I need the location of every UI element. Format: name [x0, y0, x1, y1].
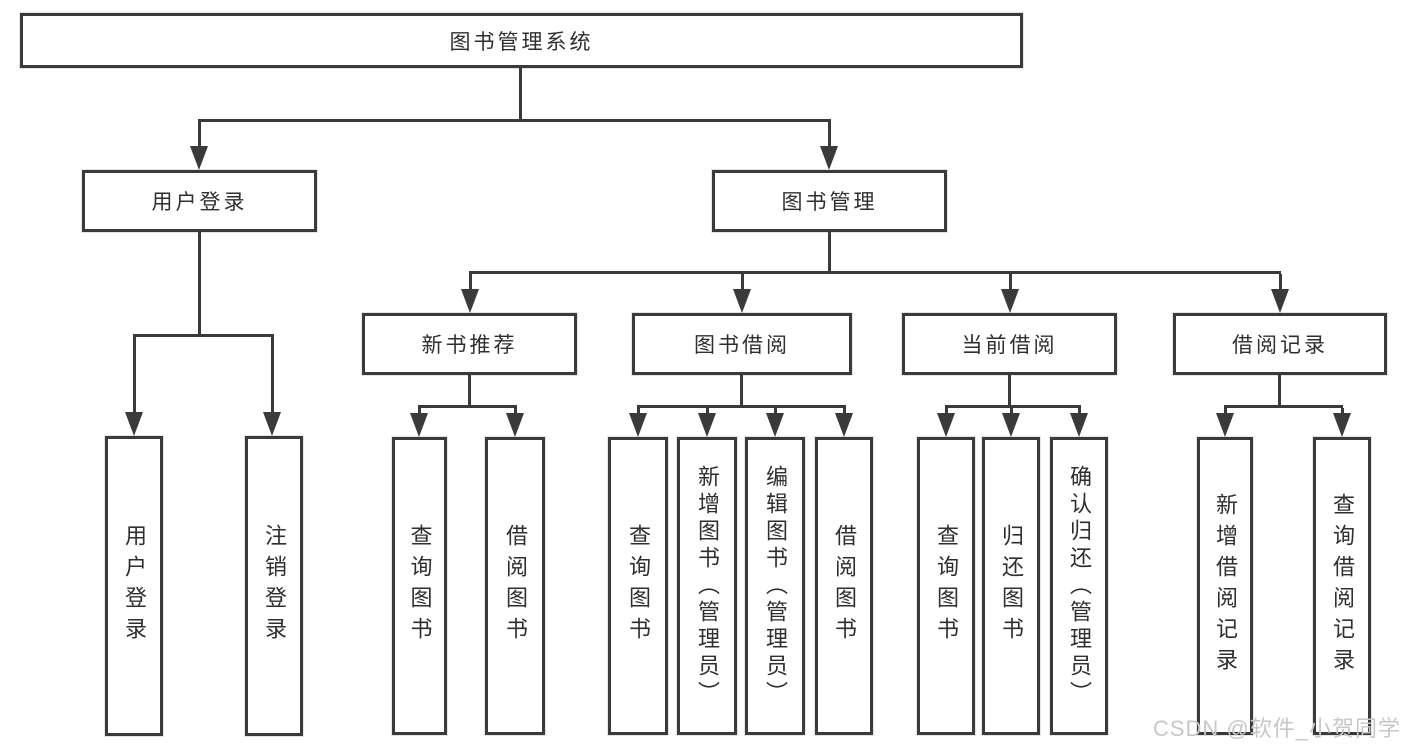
connector-line — [519, 68, 522, 122]
node-label: 图书借阅 — [694, 334, 790, 357]
arrow-down-icon — [937, 408, 956, 437]
connector-line — [828, 232, 831, 274]
leaf-label: 归还图书 — [999, 524, 1024, 648]
node-book-borrowing: 图书借阅 — [632, 313, 852, 375]
node-library-management-system: 图书管理系统 — [20, 13, 1023, 68]
leaf-add-borrow-record: 新增借阅记录 — [1197, 437, 1253, 735]
connector-line — [1278, 375, 1281, 408]
leaf-return-books: 归还图书 — [982, 437, 1040, 735]
leaf-edit-book-admin: 编辑图书（管理员） — [745, 437, 805, 735]
arrow-down-icon — [506, 408, 525, 437]
leaf-query-books-current: 查询图书 — [917, 437, 975, 735]
node-user-login: 用户登录 — [82, 170, 317, 232]
arrow-down-icon — [1002, 408, 1021, 437]
leaf-label: 新增图书（管理员） — [695, 464, 720, 708]
leaf-label: 查询图书 — [626, 524, 651, 648]
arrow-down-icon — [698, 408, 717, 437]
leaf-confirm-return-admin: 确认归还（管理员） — [1050, 437, 1108, 735]
arrow-down-icon — [1001, 274, 1020, 313]
arrow-down-icon — [1070, 408, 1089, 437]
node-borrowing-records: 借阅记录 — [1173, 313, 1387, 375]
leaf-label: 编辑图书（管理员） — [763, 464, 788, 708]
node-label: 借阅记录 — [1232, 334, 1328, 357]
arrow-down-icon — [125, 337, 144, 436]
leaf-label: 确认归还（管理员） — [1067, 464, 1092, 708]
leaf-query-books-recommend: 查询图书 — [392, 437, 447, 735]
leaf-user-login: 用户登录 — [105, 436, 163, 736]
arrow-down-icon — [1216, 408, 1235, 437]
node-new-book-recommendation: 新书推荐 — [362, 313, 577, 375]
leaf-label: 注销登录 — [262, 524, 287, 648]
node-label: 图书管理系统 — [449, 30, 594, 54]
node-label: 新书推荐 — [421, 334, 518, 357]
connector-line — [740, 375, 743, 408]
arrow-down-icon — [766, 408, 785, 437]
leaf-label: 查询图书 — [407, 524, 433, 648]
leaf-query-books-borrow: 查询图书 — [608, 437, 668, 735]
watermark: CSDN @软件_小贺同学 — [1152, 716, 1401, 741]
arrow-down-icon — [410, 408, 429, 437]
arrow-down-icon — [190, 122, 209, 170]
arrow-down-icon — [1271, 274, 1290, 313]
connector-line — [945, 405, 1081, 408]
node-label: 用户登录 — [151, 191, 248, 214]
arrow-down-icon — [461, 274, 480, 313]
node-book-management: 图书管理 — [712, 170, 947, 232]
connector-line — [1224, 405, 1343, 408]
connector-line — [1008, 375, 1011, 408]
leaf-logout: 注销登录 — [245, 436, 303, 736]
connector-line — [198, 232, 201, 337]
node-label: 图书管理 — [781, 191, 878, 214]
connector-line — [637, 405, 846, 408]
connector-line — [133, 334, 274, 337]
connector-line — [469, 271, 1281, 274]
leaf-label: 用户登录 — [122, 524, 147, 648]
node-current-borrowing: 当前借阅 — [902, 313, 1117, 375]
leaf-borrow-books: 借阅图书 — [815, 437, 873, 735]
connector-line — [418, 405, 517, 408]
leaf-label: 借阅图书 — [503, 524, 528, 648]
node-label: 当前借阅 — [961, 334, 1058, 357]
arrow-down-icon — [263, 337, 282, 436]
arrow-down-icon — [820, 122, 839, 170]
leaf-label: 查询借阅记录 — [1330, 493, 1355, 679]
leaf-label: 查询图书 — [934, 524, 959, 648]
connector-line — [198, 119, 831, 122]
leaf-add-book-admin: 新增图书（管理员） — [677, 437, 737, 735]
leaf-label: 借阅图书 — [832, 524, 857, 648]
leaf-label: 新增借阅记录 — [1213, 493, 1238, 679]
arrow-down-icon — [733, 274, 752, 313]
leaf-borrow-books-recommend: 借阅图书 — [485, 437, 545, 735]
leaf-query-borrow-record: 查询借阅记录 — [1313, 437, 1371, 735]
arrow-down-icon — [629, 408, 648, 437]
arrow-down-icon — [1333, 408, 1352, 437]
arrow-down-icon — [835, 408, 854, 437]
connector-line — [468, 375, 471, 408]
